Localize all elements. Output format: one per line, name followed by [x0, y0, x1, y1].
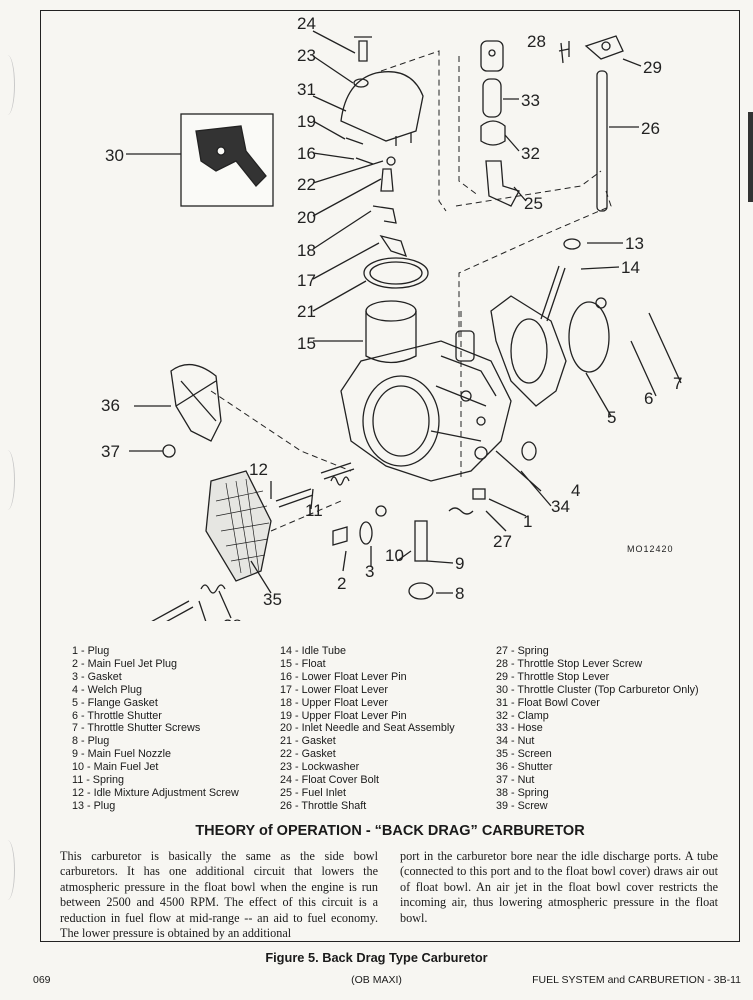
legend-item: 22 - Gasket — [280, 748, 336, 761]
callout-27: 27 — [493, 532, 512, 551]
callout-12: 12 — [249, 460, 268, 479]
legend-item: 26 - Throttle Shaft — [280, 799, 367, 812]
legend-item: 39 - Screw — [496, 799, 548, 812]
legend-item: 12 - Idle Mixture Adjustment Screw — [72, 786, 239, 799]
callout-34: 34 — [551, 497, 570, 516]
legend-item: 5 - Flange Gasket — [72, 696, 158, 709]
legend-item: 21 - Gasket — [280, 735, 336, 748]
legend-item: 35 - Screen — [496, 748, 552, 761]
legend-item: 24 - Float Cover Bolt — [280, 774, 380, 787]
legend-item: 2 - Main Fuel Jet Plug — [72, 657, 178, 670]
legend-column-2: 14 - Idle Tube 15 - Float 16 - Lower Flo… — [280, 645, 455, 813]
callout-10: 10 — [385, 546, 404, 565]
callout-31: 31 — [297, 80, 316, 99]
legend-item: 3 - Gasket — [72, 670, 122, 683]
callout-5: 5 — [607, 408, 616, 427]
body-text-column-2: port in the carburetor bore near the idl… — [400, 849, 718, 925]
legend-item: 4 - Welch Plug — [72, 683, 143, 696]
legend-item: 7 - Throttle Shutter Screws — [72, 722, 201, 735]
legend-item: 27 - Spring — [496, 645, 549, 657]
page-footer-model: (OB MAXI) — [351, 974, 402, 986]
legend-item: 37 - Nut — [496, 774, 535, 787]
figure-code: MO12420 — [627, 544, 674, 554]
callout-1: 1 — [523, 512, 532, 531]
callout-20: 20 — [297, 208, 316, 227]
legend-item: 6 - Throttle Shutter — [72, 709, 162, 722]
legend-item: 34 - Nut — [496, 735, 535, 748]
callout-3: 3 — [365, 562, 374, 581]
body-text-column-1: This carburetor is basically the same as… — [60, 849, 378, 941]
legend-item: 8 - Plug — [72, 735, 110, 748]
legend-item: 33 - Hose — [496, 722, 543, 735]
callout-33: 33 — [521, 91, 540, 110]
legend-item: 30 - Throttle Cluster (Top Carburetor On… — [496, 683, 699, 696]
callout-11: 11 — [305, 501, 323, 520]
legend-item: 32 - Clamp — [496, 709, 549, 722]
legend-item: 9 - Main Fuel Nozzle — [72, 748, 172, 761]
page-footer-section: FUEL SYSTEM and CARBURETION - 3B-11 — [532, 974, 741, 986]
callout-15: 15 — [297, 334, 316, 353]
callout-25: 25 — [524, 194, 543, 213]
legend-column-1: 1 - Plug 2 - Main Fuel Jet Plug 3 - Gask… — [72, 645, 239, 813]
legend-item: 25 - Fuel Inlet — [280, 786, 347, 799]
callout-24: 24 — [297, 14, 316, 33]
legend-item: 31 - Float Bowl Cover — [496, 696, 600, 709]
callout-4: 4 — [571, 481, 580, 500]
legend-item: 18 - Upper Float Lever — [280, 696, 389, 709]
legend-item: 13 - Plug — [72, 799, 116, 812]
legend-item: 19 - Upper Float Lever Pin — [280, 709, 407, 722]
legend-item: 17 - Lower Float Lever — [280, 683, 389, 696]
legend-item: 28 - Throttle Stop Lever Screw — [496, 657, 643, 670]
callout-35: 35 — [263, 590, 282, 609]
callout-16: 16 — [297, 144, 316, 163]
page-frame — [40, 10, 740, 942]
callout-23: 23 — [297, 46, 316, 65]
callout-32: 32 — [521, 144, 540, 163]
figure-caption: Figure 5. Back Drag Type Carburetor — [265, 950, 488, 965]
legend-column-3: 27 - Spring 28 - Throttle Stop Lever Scr… — [496, 645, 699, 813]
thumb-tab — [748, 112, 753, 202]
callout-30: 30 — [105, 146, 124, 165]
callout-18: 18 — [297, 241, 316, 260]
callout-14: 14 — [621, 258, 640, 277]
legend-item: 38 - Spring — [496, 786, 549, 799]
callout-38: 38 — [223, 616, 242, 621]
callout-26: 26 — [641, 119, 660, 138]
callout-8: 8 — [455, 584, 464, 603]
exploded-carburetor-diagram: 24 23 31 19 16 22 20 18 17 21 15 30 28 2… — [101, 14, 682, 621]
callout-36: 36 — [101, 396, 120, 415]
callout-37: 37 — [101, 442, 120, 461]
callout-17: 17 — [297, 271, 316, 290]
callout-28: 28 — [527, 32, 546, 51]
callout-7: 7 — [673, 374, 682, 393]
binding-mark — [0, 450, 15, 510]
legend-item: 1 - Plug — [72, 645, 110, 657]
legend-item: 15 - Float — [280, 657, 326, 670]
legend-item: 29 - Throttle Stop Lever — [496, 670, 610, 683]
legend-item: 20 - Inlet Needle and Seat Assembly — [280, 722, 455, 735]
legend-item: 10 - Main Fuel Jet — [72, 761, 159, 774]
callout-2: 2 — [337, 574, 346, 593]
callout-29: 29 — [643, 58, 662, 77]
binding-mark — [0, 840, 15, 900]
legend-item: 14 - Idle Tube — [280, 645, 347, 657]
legend-item: 11 - Spring — [72, 774, 125, 787]
callout-13: 13 — [625, 234, 644, 253]
callout-6: 6 — [644, 389, 653, 408]
callout-9: 9 — [455, 554, 464, 573]
legend-item: 23 - Lockwasher — [280, 761, 360, 774]
callout-21: 21 — [297, 302, 316, 321]
callout-19: 19 — [297, 112, 316, 131]
legend-item: 16 - Lower Float Lever Pin — [280, 670, 407, 683]
section-heading: THEORY of OPERATION - “BACK DRAG” CARBUR… — [195, 823, 585, 839]
legend-item: 36 - Shutter — [496, 761, 553, 774]
page-footer-code: 069 — [33, 974, 51, 986]
binding-mark — [0, 55, 15, 115]
callout-22: 22 — [297, 175, 316, 194]
